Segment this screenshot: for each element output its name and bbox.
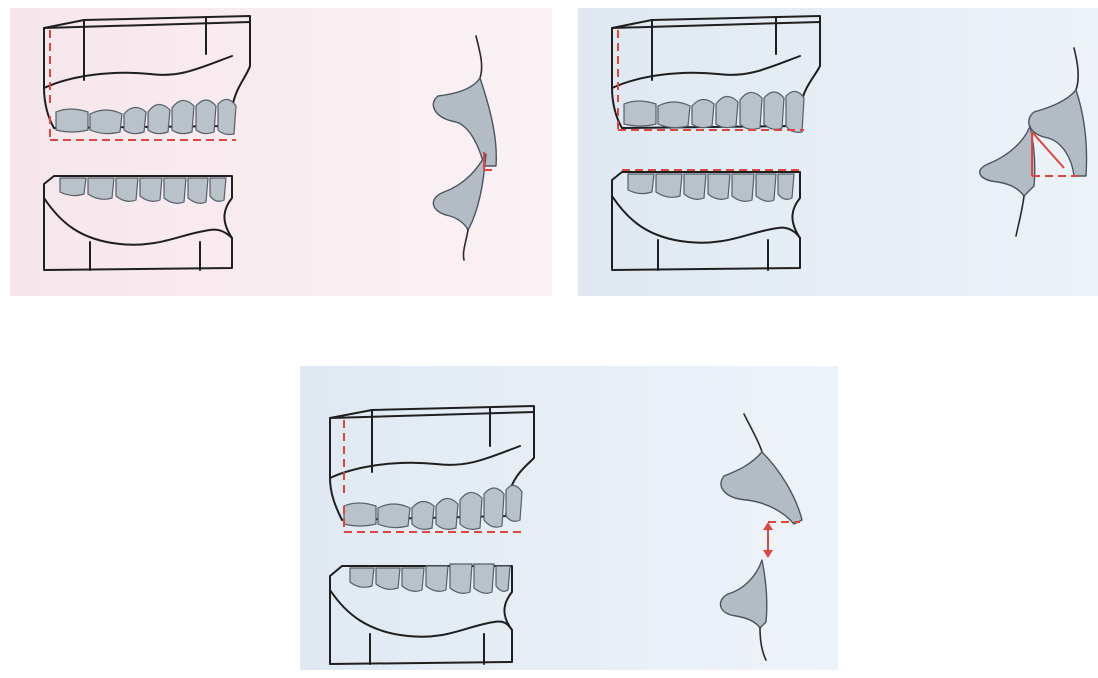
occlusion-diagram-b [578, 8, 1098, 296]
occlusion-diagram-c [300, 366, 838, 670]
occlusion-diagram-a [10, 8, 552, 296]
diagram-panel-top-left [10, 8, 552, 296]
diagram-panel-top-right [578, 8, 1098, 296]
panel-background [10, 8, 552, 296]
diagram-panel-bottom [300, 366, 838, 670]
